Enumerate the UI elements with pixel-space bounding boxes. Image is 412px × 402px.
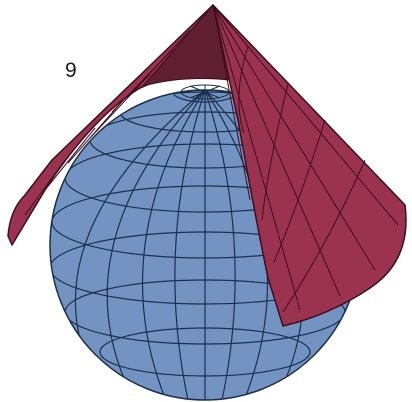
polar-cap [181, 85, 229, 99]
